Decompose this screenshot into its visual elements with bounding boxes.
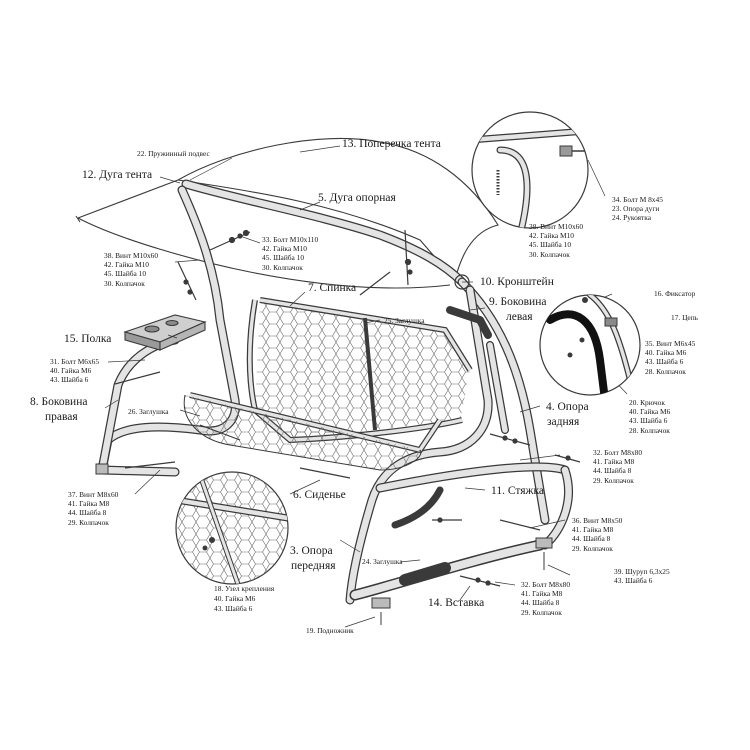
detail-circle-mount bbox=[175, 471, 289, 585]
label-latch: 16. Фиксатор bbox=[654, 289, 696, 298]
label-support-arc: 5. Дуга опорная bbox=[318, 192, 396, 204]
group-top-right: 34. Болт М 8х45 23. Опора дуги 24. Рукоя… bbox=[612, 195, 663, 223]
hardware bbox=[114, 229, 581, 587]
label-right-side-b: правая bbox=[45, 411, 78, 423]
label-foot: 19. Подножник bbox=[306, 626, 354, 635]
group-rear-right: 32. Болт М8х80 41. Гайка М8 44. Шайба 8 … bbox=[593, 448, 643, 485]
label-left-side: 9. Боковина bbox=[489, 296, 547, 308]
label-rear-support-b: задняя bbox=[547, 416, 580, 428]
feet bbox=[95, 463, 553, 625]
group-hook: 20. Крючок 40. Гайка М6 43. Шайба 6 28. … bbox=[629, 398, 671, 435]
seat-assembly bbox=[183, 297, 473, 471]
group-upper-left: 38. Винт М10х60 42. Гайка М10 45. Шайба … bbox=[104, 251, 159, 288]
group-bottom-right: 32. Болт М8х80 41. Гайка М8 44. Шайба 8 … bbox=[521, 580, 571, 617]
group-upper-center: 33. Болт М10х110 42. Гайка М10 45. Шайба… bbox=[262, 235, 319, 272]
label-plug-25: 25. Заглушка bbox=[384, 316, 425, 325]
label-rear-support: 4. Опора bbox=[546, 401, 589, 413]
group-chain-bolts: 35. Винт М6х45 40. Гайка М6 43. Шайба 6 … bbox=[645, 339, 696, 376]
label-seat: 6. Сиденье bbox=[293, 489, 346, 501]
detail-circle-chain bbox=[539, 294, 641, 396]
label-mount-node: 18. Узел крепления bbox=[214, 584, 275, 593]
label-front-support: 3. Опора bbox=[290, 545, 333, 557]
label-right-side: 8. Боковина bbox=[30, 396, 88, 408]
support-arc bbox=[181, 179, 467, 287]
label-plug-24: 24. Заглушка bbox=[362, 557, 403, 566]
group-shelf-bolts: 31. Болт М6х65 40. Гайка М6 43. Шайба 6 bbox=[50, 357, 100, 385]
label-canopy-crossbar: 13. Поперечка тента bbox=[342, 138, 441, 150]
label-mount-nut: 40. Гайка М6 bbox=[214, 594, 256, 603]
group-mid-right-bottom: 36. Винт М8х50 41. Гайка М8 44. Шайба 8 … bbox=[572, 516, 623, 553]
group-upper-mid-right: 38. Винт М10х60 42. Гайка М10 45. Шайба … bbox=[529, 222, 584, 259]
group-screws: 39. Шуруп 6,3х25 43. Шайба 6 bbox=[614, 567, 670, 586]
label-chain: 17. Цепь bbox=[671, 313, 699, 322]
group-left-bottom: 37. Винт М8х60 41. Гайка М8 44. Шайба 8 … bbox=[68, 490, 119, 527]
label-left-side-b: левая bbox=[506, 311, 533, 323]
canopy bbox=[75, 137, 499, 289]
label-insert: 14. Вставка bbox=[428, 597, 485, 609]
label-bracket: 10. Кронштейн bbox=[480, 276, 554, 288]
detail-circle-top-right bbox=[471, 111, 589, 229]
label-canopy-arc: 12. Дуга тента bbox=[82, 169, 153, 181]
shelf bbox=[123, 314, 207, 351]
bottom-tie bbox=[349, 486, 546, 601]
label-front-support-b: передняя bbox=[291, 560, 336, 572]
label-spring-hanger: 22. Пружинный подвес bbox=[137, 149, 210, 158]
left-side-frame bbox=[345, 277, 573, 605]
label-backrest: 7. Спинка bbox=[308, 282, 357, 294]
label-plug-26: 26. Заглушка bbox=[128, 407, 169, 416]
label-tie: 11. Стяжка bbox=[491, 485, 544, 497]
label-mount-washer: 43. Шайба 6 bbox=[214, 604, 253, 613]
label-shelf: 15. Полка bbox=[64, 333, 112, 345]
